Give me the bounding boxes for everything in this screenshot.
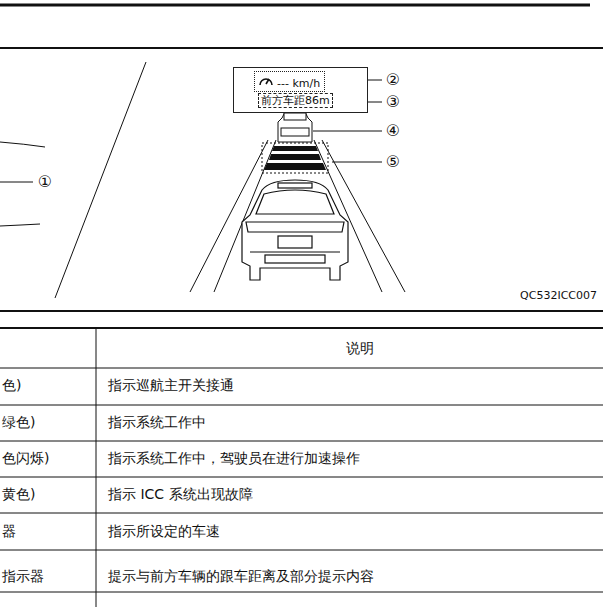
callout-number: ② — [386, 70, 400, 89]
table-cell: 指示巡航主开关接通 — [108, 377, 234, 394]
table-cell: 提示与前方车辆的跟车距离及部分提示内容 — [108, 568, 374, 585]
callout-number: ③ — [386, 92, 400, 111]
table-cell: 指示系统工作中 — [108, 414, 206, 431]
table-cell: 指示所设定的车速 — [108, 523, 220, 540]
table-cell: 指示系统工作中，驾驶员在进行加速操作 — [108, 450, 360, 467]
speed-row: --- km/h — [254, 71, 325, 92]
table-cell: 绿色) — [2, 414, 35, 431]
callout-number: ⑤ — [386, 152, 400, 171]
table-cell: 指示 ICC 系统出现故障 — [108, 486, 253, 503]
table-cell: 色) — [2, 377, 21, 394]
table-cell: 指示器 — [2, 568, 44, 585]
hud-panel: --- km/h 前方车距86m — [233, 67, 368, 113]
speed-icon — [258, 74, 274, 88]
table-cell: 黄色) — [2, 486, 35, 503]
table-cell: 器 — [2, 523, 16, 540]
callout-number: ① — [38, 172, 52, 191]
callout-number: ④ — [386, 121, 400, 140]
figure-code: QC532ICC007 — [520, 289, 597, 302]
distance-text: 前方车距86m — [261, 93, 330, 108]
table-header: 说明 — [346, 340, 374, 357]
speed-readout: --- km/h — [277, 77, 320, 90]
table-cell: 色闪烁) — [2, 450, 49, 467]
distance-box: 前方车距86m — [258, 93, 333, 108]
